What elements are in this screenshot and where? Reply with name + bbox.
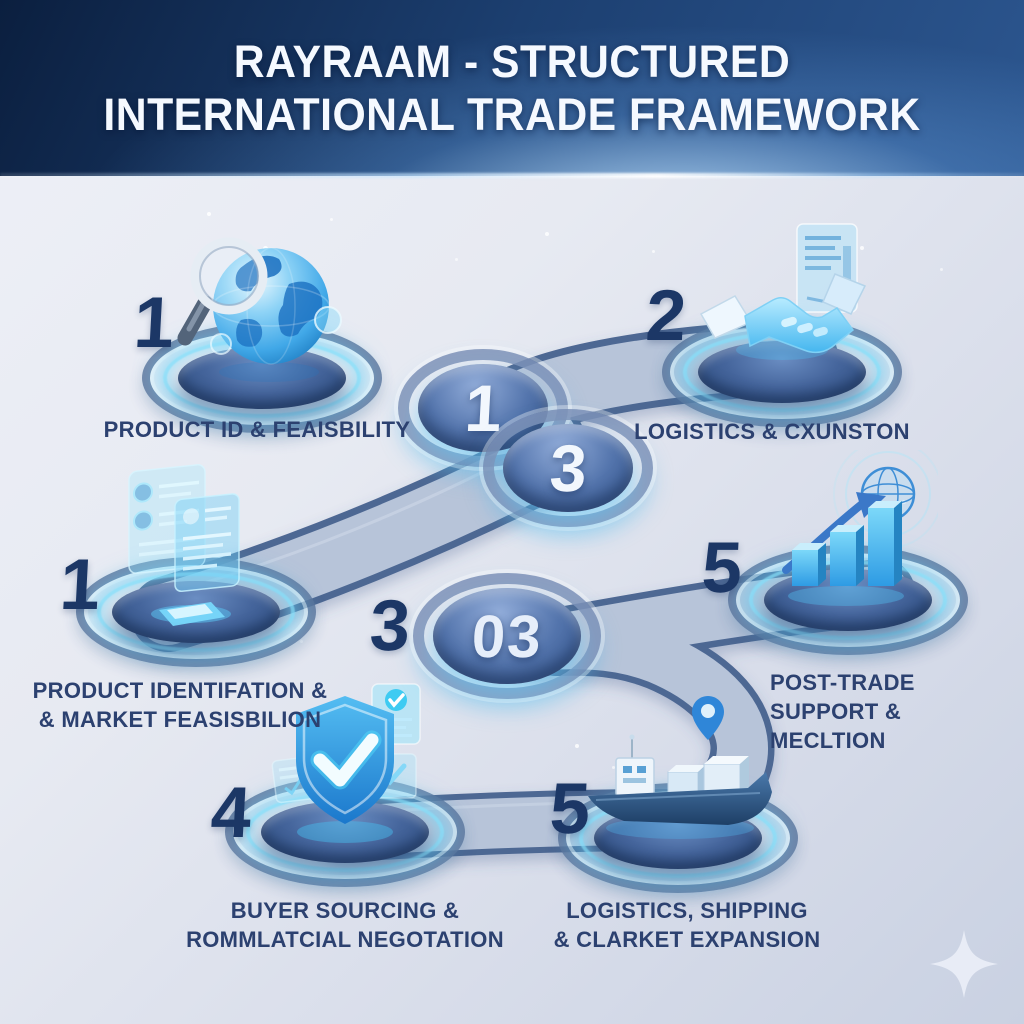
label-line: BUYER SOURCING & (230, 898, 460, 923)
path-node-3: 3 (483, 409, 653, 527)
platform-outer-ring (76, 557, 316, 667)
step-number: 1 (57, 545, 103, 625)
label-line: MECLTION (770, 728, 886, 754)
label-line: & CLARKET EXPANSION (553, 927, 821, 953)
sparkle-dot (207, 212, 211, 216)
node-number: 03 (469, 602, 545, 670)
node-disc: 03 (433, 588, 581, 684)
step-number: 1 (131, 283, 177, 363)
step-number: 4 (208, 773, 254, 853)
shield-check-icon (271, 683, 421, 843)
path-node-03: 03 (413, 573, 601, 699)
step-label-post-trade: POST-TRADE SUPPORT & MECLTION (770, 668, 1020, 755)
page-title: RAYRAAM - STRUCTURED INTERNATIONAL TRADE… (0, 36, 1024, 141)
label-line: & MARKET FEASISBILION (38, 707, 322, 733)
sparkle-dot (455, 258, 458, 261)
platform-glow-ring (97, 572, 295, 652)
four-point-sparkle-icon (930, 930, 998, 998)
node-ring (483, 409, 653, 527)
header-banner: RAYRAAM - STRUCTURED INTERNATIONAL TRADE… (0, 0, 1024, 176)
cargo-ship-icon (588, 696, 772, 839)
sparkle-dot (545, 232, 549, 236)
step-label-buyer-sourcing: BUYER SOURCING & ROMMLATCIAL NEGOTATION (160, 896, 530, 954)
sparkle-dot (652, 250, 655, 253)
label-line: PRODUCT ID & FEAISBILITY (103, 417, 411, 442)
step-label-logistics: LOGISTICS & CXUNSTON (592, 417, 952, 446)
sparkle-dot (860, 246, 864, 250)
node-disc: 3 (503, 424, 633, 512)
step-label-product-identification: PRODUCT IDENTIFATION & & MARKET FEASISBI… (10, 676, 350, 734)
sparkle-dot (575, 744, 579, 748)
node-ring (413, 573, 601, 699)
label-line: POST-TRADE SUPPORT & (770, 670, 915, 725)
sparkle-dot (330, 218, 333, 221)
sparkle-dot (940, 268, 943, 271)
title-line-2: INTERNATIONAL TRADE FRAMEWORK (103, 88, 921, 140)
platform-disc (698, 341, 866, 403)
step-number: 2 (643, 276, 689, 356)
label-line: PRODUCT IDENTIFATION & (32, 678, 328, 703)
hologram-documents-icon (128, 464, 240, 626)
step-label-shipping: LOGISTICS, SHIPPING & CLARKET EXPANSION (512, 896, 862, 954)
handshake-icon (699, 223, 867, 360)
label-line: LOGISTICS, SHIPPING (566, 898, 808, 923)
node-number: 3 (547, 431, 589, 505)
step-label-product-id: PRODUCT ID & FEAISBILITY (62, 415, 452, 444)
node-adjacent-number: 3 (367, 586, 413, 666)
label-line: LOGISTICS & CXUNSTON (634, 419, 910, 444)
sparkle-dot (300, 640, 303, 643)
globe-magnifier-icon (177, 237, 342, 382)
sparkle-dot (612, 766, 615, 769)
label-line: ROMMLATCIAL NEGOTATION (186, 927, 504, 953)
title-line-1: RAYRAAM - STRUCTURED (233, 36, 791, 87)
step-number: 5 (699, 528, 745, 608)
growth-chart-globe-icon (782, 450, 938, 606)
